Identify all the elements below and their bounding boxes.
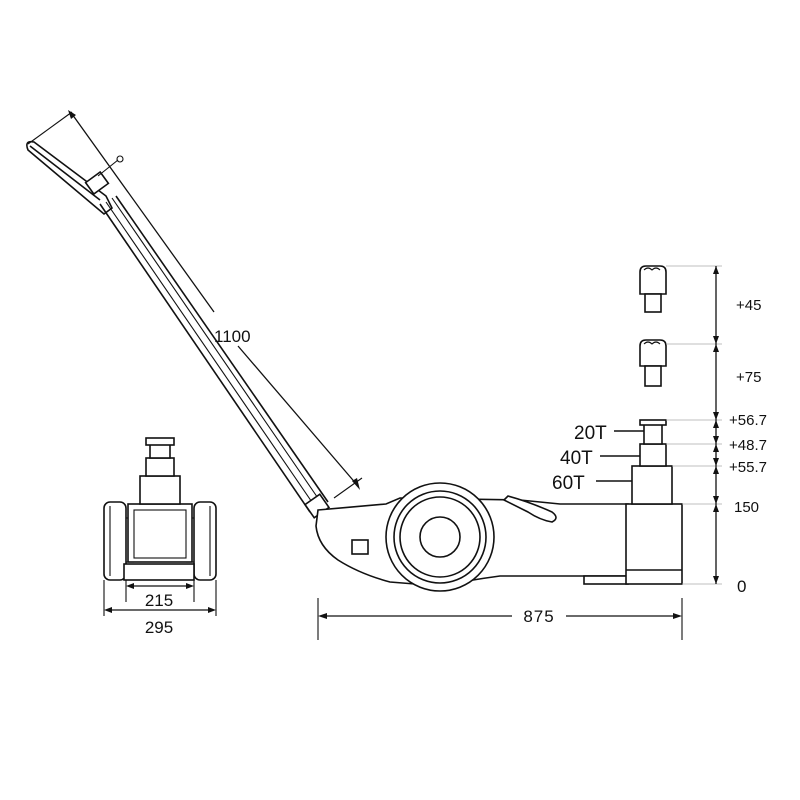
handle-dim-line-lower	[237, 345, 359, 487]
extension-45	[639, 265, 667, 295]
dim-label-215: 215	[145, 591, 173, 610]
jack-chassis	[315, 482, 629, 592]
ram-40t	[639, 443, 667, 467]
height-label-plus48-7: +48.7	[729, 437, 767, 454]
jack-handle	[26, 140, 331, 519]
front-view-right-wheel	[193, 501, 217, 581]
capacity-label-20t: 20T	[574, 423, 607, 444]
extension-75	[639, 339, 667, 367]
dim-label-1100: 1100	[214, 327, 251, 346]
front-view-left-wheel	[103, 501, 127, 581]
handle-dim-line-upper	[71, 113, 215, 313]
height-label-plus56-7: +56.7	[729, 412, 767, 429]
front-view-ram-40t	[145, 457, 175, 477]
height-label-zero: 0	[737, 577, 746, 596]
chassis-inlet	[351, 539, 369, 555]
jack-front-view	[103, 437, 217, 581]
main-cylinder	[625, 503, 683, 585]
front-view-saddle	[145, 437, 175, 446]
ram-saddle	[639, 419, 667, 426]
capacity-leaders	[596, 430, 644, 482]
jack-cylinders	[625, 419, 683, 585]
ram-20t	[643, 423, 663, 445]
height-label-plus55-7: +55.7	[729, 459, 767, 476]
dim-label-295: 295	[145, 618, 173, 637]
base-foot	[583, 575, 629, 585]
handle-valve-block	[84, 170, 110, 196]
front-view-ram-20t	[149, 443, 171, 459]
capacity-label-40t: 40T	[560, 448, 593, 469]
base-length-dimension	[317, 598, 683, 640]
front-view-ram-60t	[139, 475, 181, 505]
height-label-plus45: +45	[736, 297, 761, 314]
handle-length-dimension	[27, 110, 363, 499]
front-view-dimensions	[103, 580, 217, 616]
dim-label-875: 875	[523, 607, 554, 626]
ram-60t	[631, 465, 673, 505]
front-view-body	[127, 503, 193, 563]
release-lever	[502, 495, 557, 523]
height-dimensions	[666, 265, 722, 585]
capacity-label-60t: 60T	[552, 473, 585, 494]
height-label-plus75: +75	[736, 369, 761, 386]
front-view-base	[123, 563, 195, 581]
height-label-150: 150	[734, 499, 759, 516]
extension-pieces	[639, 265, 667, 387]
wheel-hub	[419, 516, 461, 558]
